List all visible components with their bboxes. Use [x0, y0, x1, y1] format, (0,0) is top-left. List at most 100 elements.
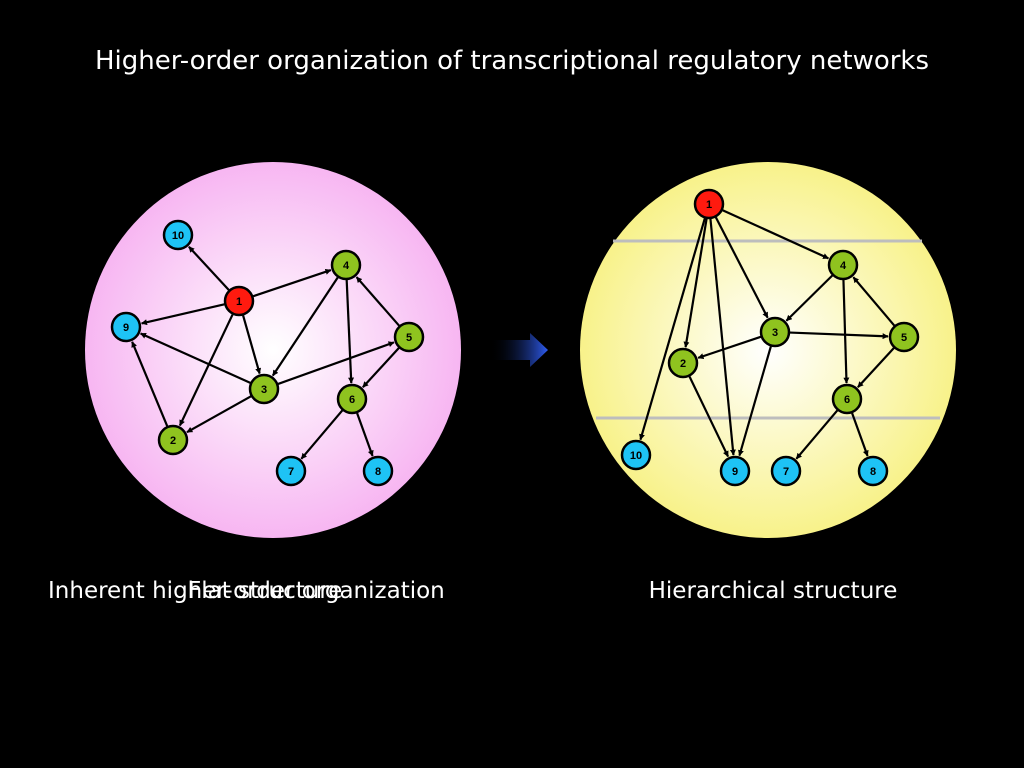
flat-node-5-label: 5	[406, 332, 412, 344]
flat-edge-5-to-6	[362, 347, 400, 388]
flat-edge-1-to-9	[141, 303, 225, 326]
hierarchical-node-7-circle	[770, 455, 802, 487]
flat-node-7: 7	[275, 455, 307, 487]
flat-edge-2-to-9	[131, 341, 169, 427]
hierarchical-node-6: 6	[831, 383, 863, 415]
hierarchical-node-5: 5	[888, 321, 920, 353]
flat-node-7-circle	[275, 455, 307, 487]
hierarchical-edge-6-to-8	[851, 412, 869, 457]
slide-title: Higher-order organization of transcripti…	[94, 46, 930, 76]
flat-edge-1-to-2	[178, 314, 234, 427]
hierarchical-edge-1-to-9	[709, 218, 736, 456]
hierarchical-edge-4-to-6	[842, 279, 850, 384]
flat-edge-4-to-6	[345, 279, 355, 384]
flat-node-2-label: 2	[170, 435, 176, 447]
hierarchical-node-2-label: 2	[680, 358, 686, 370]
hierarchical-edge-2-to-9	[688, 376, 730, 458]
flat-node-3-label: 3	[261, 384, 267, 396]
flat-edge-1-to-4	[252, 268, 332, 298]
hierarchical-node-6-label: 6	[844, 394, 850, 406]
flat-network-nodes: 1 2 3 4 5 6 7 8 9 10	[110, 219, 425, 487]
flat-node-4: 4	[330, 249, 362, 281]
flat-network-edges	[131, 246, 400, 460]
flat-node-8-label: 8	[375, 466, 381, 478]
flat-node-5-circle	[393, 321, 425, 353]
hierarchical-network-nodes: 1 2 3 4 5 6 7 8 9 10	[620, 188, 920, 487]
right-arrow-icon	[490, 333, 548, 367]
flat-node-1-label: 1	[236, 296, 242, 308]
hierarchical-node-3-circle	[759, 316, 791, 348]
hierarchical-edge-6-to-7	[795, 409, 839, 460]
flat-node-9: 9	[110, 311, 142, 343]
hierarchical-edge-4-to-3	[785, 274, 834, 322]
flat-node-4-circle	[330, 249, 362, 281]
hierarchical-node-8: 8	[857, 455, 889, 487]
hierarchical-edge-3-to-2	[697, 335, 762, 360]
flat-edge-3-to-9	[140, 332, 251, 384]
hierarchical-node-10-circle	[620, 439, 652, 471]
hierarchical-edge-3-to-5	[789, 331, 889, 340]
hierarchical-node-1-circle	[693, 188, 725, 220]
flat-node-9-circle	[110, 311, 142, 343]
hierarchical-node-7: 7	[770, 455, 802, 487]
flat-node-1-circle	[223, 285, 255, 317]
hierarchical-node-5-circle	[888, 321, 920, 353]
hierarchical-node-10-label: 10	[630, 450, 642, 462]
flat-node-3-circle	[248, 373, 280, 405]
flat-node-7-label: 7	[288, 466, 294, 478]
hierarchical-network-circle	[580, 162, 956, 538]
hierarchical-node-4-label: 4	[840, 260, 847, 272]
hierarchical-edge-1-to-4	[722, 209, 829, 260]
flat-node-8-circle	[362, 455, 394, 487]
flat-node-10-label: 10	[172, 230, 184, 242]
flat-node-6-label: 6	[349, 394, 355, 406]
flat-edge-1-to-10	[188, 246, 230, 291]
hierarchical-node-3-label: 3	[772, 327, 778, 339]
hierarchical-node-8-circle	[857, 455, 889, 487]
hierarchical-node-1-label: 1	[706, 199, 712, 211]
hierarchical-node-4: 4	[827, 249, 859, 281]
hierarchical-node-5-label: 5	[901, 332, 907, 344]
hierarchical-node-2: 2	[667, 347, 699, 379]
flat-edge-3-to-5	[277, 341, 395, 385]
flat-node-4-label: 4	[343, 260, 350, 272]
flat-edge-4-to-3	[271, 276, 339, 377]
flat-node-5: 5	[393, 321, 425, 353]
hierarchical-edge-5-to-6	[857, 347, 895, 388]
hierarchical-node-2-circle	[667, 347, 699, 379]
flat-edge-3-to-2	[186, 395, 252, 434]
flat-node-3: 3	[248, 373, 280, 405]
hierarchical-network-edges	[639, 209, 896, 460]
flat-node-2: 2	[157, 424, 189, 456]
caption-flat-structure: Flat structure	[188, 578, 343, 604]
hierarchical-edge-5-to-4	[852, 276, 896, 327]
flat-node-6-circle	[336, 383, 368, 415]
flat-node-2-circle	[157, 424, 189, 456]
flat-node-10: 10	[162, 219, 194, 251]
hierarchical-node-9: 9	[719, 455, 751, 487]
flat-node-8: 8	[362, 455, 394, 487]
hierarchical-node-6-circle	[831, 383, 863, 415]
flat-edge-6-to-7	[300, 409, 344, 460]
hierarchical-edge-1-to-2	[683, 218, 708, 348]
flat-edge-5-to-4	[355, 276, 400, 327]
hierarchical-edge-1-to-3	[714, 216, 769, 319]
hierarchical-node-9-circle	[719, 455, 751, 487]
hierarchical-edge-3-to-9	[738, 346, 772, 457]
hierarchical-node-10: 10	[620, 439, 652, 471]
caption-inherent-organization: Inherent higher-order organization	[48, 578, 445, 604]
flat-edge-6-to-8	[356, 412, 374, 457]
hierarchical-node-3: 3	[759, 316, 791, 348]
hierarchical-node-4-circle	[827, 249, 859, 281]
hierarchical-node-1: 1	[693, 188, 725, 220]
flat-node-10-circle	[162, 219, 194, 251]
flat-node-9-label: 9	[123, 322, 129, 334]
flat-edge-1-to-3	[242, 315, 262, 375]
caption-hierarchical-structure: Hierarchical structure	[648, 578, 898, 604]
hierarchical-node-9-label: 9	[732, 466, 738, 478]
hierarchical-edge-1-to-10	[639, 218, 706, 441]
flat-node-6: 6	[336, 383, 368, 415]
hierarchical-node-8-label: 8	[870, 466, 876, 478]
